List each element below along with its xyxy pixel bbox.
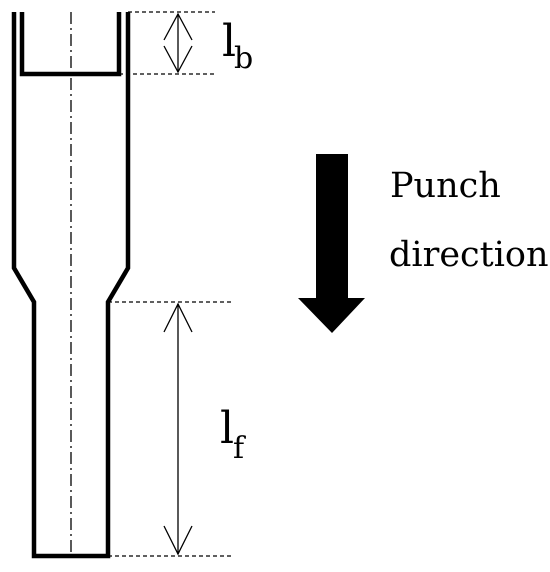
lf-dimension-arrow xyxy=(163,302,193,556)
lb-label: l xyxy=(222,16,236,67)
punch-direction-text-line1: Punch xyxy=(390,166,501,206)
punch-body-outline xyxy=(11,12,131,559)
extension-lines xyxy=(108,11,232,557)
lf-label-subscript: f xyxy=(233,431,246,466)
lb-label-subscript: b xyxy=(234,41,253,76)
punch-direction-text-line2: direction xyxy=(389,235,549,275)
punch-direction-arrow xyxy=(298,154,365,333)
lf-label: l xyxy=(220,403,234,454)
bore-outline xyxy=(19,12,122,77)
lb-dimension-arrow xyxy=(163,12,193,74)
